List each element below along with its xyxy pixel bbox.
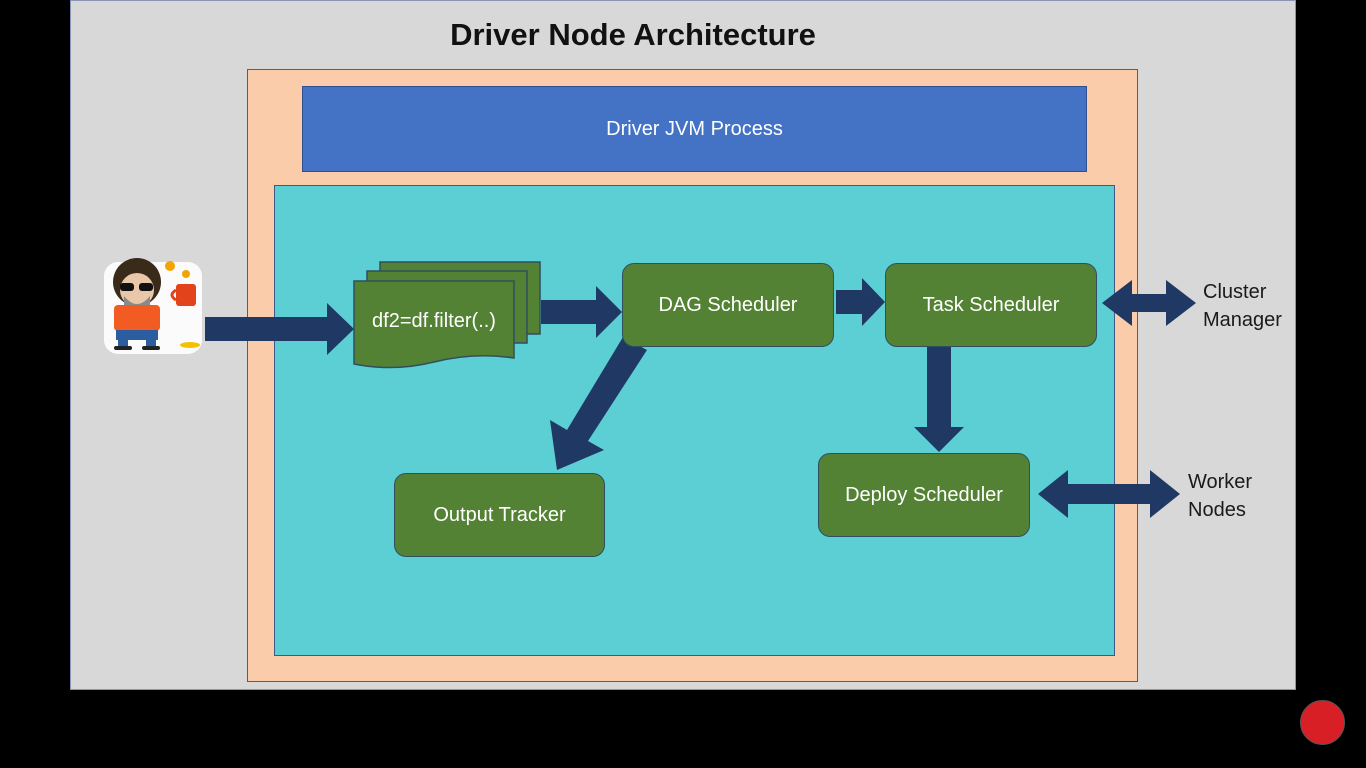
arrow-user-to-code: [205, 303, 354, 355]
cluster-manager-label-line1: Cluster: [1203, 281, 1267, 303]
worker-nodes-label-line2: Nodes: [1188, 499, 1246, 521]
arrow-deploy-worker-nodes: [1038, 470, 1180, 518]
code-label: df2=df.filter(..): [372, 309, 496, 332]
task-scheduler-box: Task Scheduler: [885, 263, 1097, 347]
code-document-stack: [353, 261, 541, 369]
dag-scheduler-box: DAG Scheduler: [622, 263, 834, 347]
worker-nodes-label: Worker Nodes: [1188, 468, 1252, 524]
channel-logo-icon[interactable]: [1300, 700, 1345, 745]
driver-jvm-process-box: Driver JVM Process: [302, 86, 1087, 172]
output-tracker-box: Output Tracker: [394, 473, 605, 557]
worker-nodes-label-line1: Worker: [1188, 471, 1253, 493]
cluster-manager-label-line2: Manager: [1203, 309, 1282, 331]
arrow-dag-to-task: [836, 278, 885, 326]
arrow-task-cluster-manager: [1102, 280, 1196, 326]
arrow-dag-to-output-tracker: [550, 337, 647, 470]
diagram-title: Driver Node Architecture: [450, 17, 816, 52]
deploy-scheduler-box: Deploy Scheduler: [818, 453, 1030, 537]
arrow-code-to-dag: [541, 286, 622, 338]
user-avatar-icon: [104, 258, 202, 354]
cluster-manager-label: Cluster Manager: [1203, 278, 1282, 334]
arrow-task-to-deploy: [914, 347, 964, 452]
